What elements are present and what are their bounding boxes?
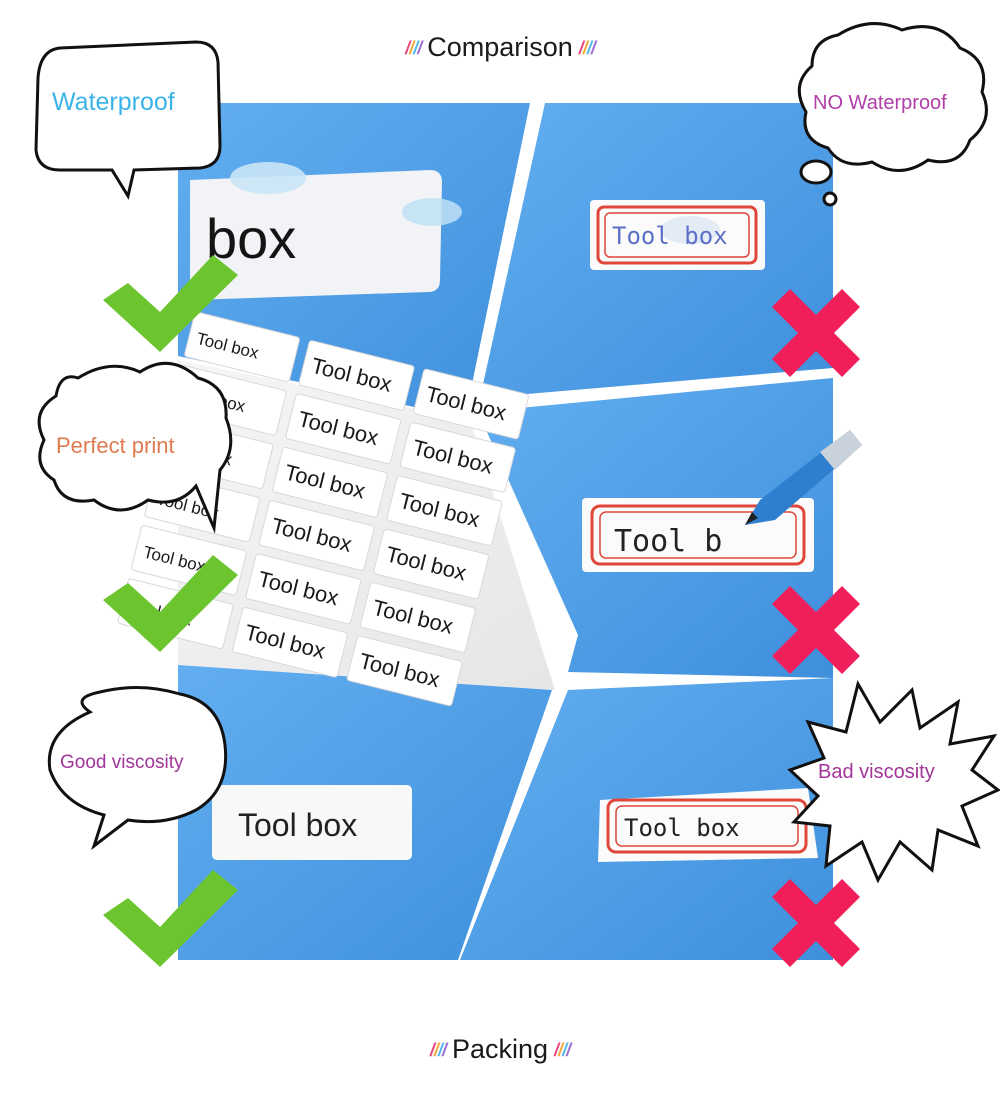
- packing-heading: ////Packing////: [0, 1034, 1000, 1065]
- good-viscosity-label-text: Tool box: [238, 807, 357, 843]
- no-waterproof-bubble-text: NO Waterproof: [813, 92, 947, 114]
- no-waterproof-label: Tool box: [590, 200, 765, 270]
- good-viscosity-bubble-text: Good viscosity: [60, 752, 184, 773]
- comparison-heading-text: Comparison: [427, 32, 573, 62]
- bad-viscosity-bubble-text: Bad viscosity: [818, 761, 935, 783]
- check-icon: [103, 255, 238, 352]
- perfect-print-bubble-text: Perfect print: [56, 433, 175, 458]
- sheet-label: [245, 553, 362, 625]
- cross-icon: [772, 289, 860, 377]
- sheet-label: [386, 475, 503, 546]
- thought-dot: [822, 191, 838, 207]
- sheet-label: [373, 528, 489, 600]
- sheet-label: [413, 368, 529, 440]
- cross-icon: [772, 586, 860, 674]
- perfect-print-bubble: [37, 361, 233, 534]
- check-icon: [103, 555, 238, 652]
- no-waterproof-label-text: Tool box: [612, 222, 728, 250]
- no-waterproof-bubble: [797, 22, 988, 172]
- decor-slashes-icon: ////: [578, 38, 596, 59]
- bad-viscosity-bubble: [787, 680, 1000, 884]
- good-viscosity-card: Tool box: [212, 785, 412, 860]
- pen-writing-label: Tool b: [582, 430, 862, 572]
- waterproof-label-text: box: [206, 207, 296, 270]
- sheet-label: [232, 607, 348, 678]
- decor-slashes-icon: ////: [554, 1040, 571, 1061]
- decor-slashes-icon: ////: [429, 1040, 447, 1061]
- decor-slashes-icon: ////: [405, 38, 422, 59]
- sheet-label: [346, 635, 463, 707]
- good-viscosity-bubble: [47, 686, 228, 851]
- bad-viscosity-label-text: Tool box: [624, 814, 740, 842]
- sheet-label: [360, 582, 476, 653]
- thought-dot: [799, 159, 833, 185]
- comparison-heading: //// Comparison ////: [0, 32, 1000, 63]
- waterproof-card: box: [190, 162, 462, 300]
- sheet-label: [184, 311, 300, 383]
- sheet-label: [298, 340, 415, 411]
- pen-icon: [745, 430, 862, 525]
- cross-icon: [772, 879, 860, 967]
- bad-viscosity-label: Tool box: [598, 788, 818, 862]
- packing-heading-text: Packing: [451, 1034, 549, 1064]
- waterproof-bubble: [34, 40, 222, 200]
- sheet-label: [399, 422, 516, 493]
- sheet-label: [285, 393, 402, 465]
- sheet-label: [258, 500, 375, 571]
- waterproof-bubble-text: Waterproof: [52, 88, 175, 116]
- check-icon: [103, 870, 238, 967]
- sheet-label: [272, 446, 388, 518]
- pen-writing-label-text: Tool b: [614, 524, 722, 559]
